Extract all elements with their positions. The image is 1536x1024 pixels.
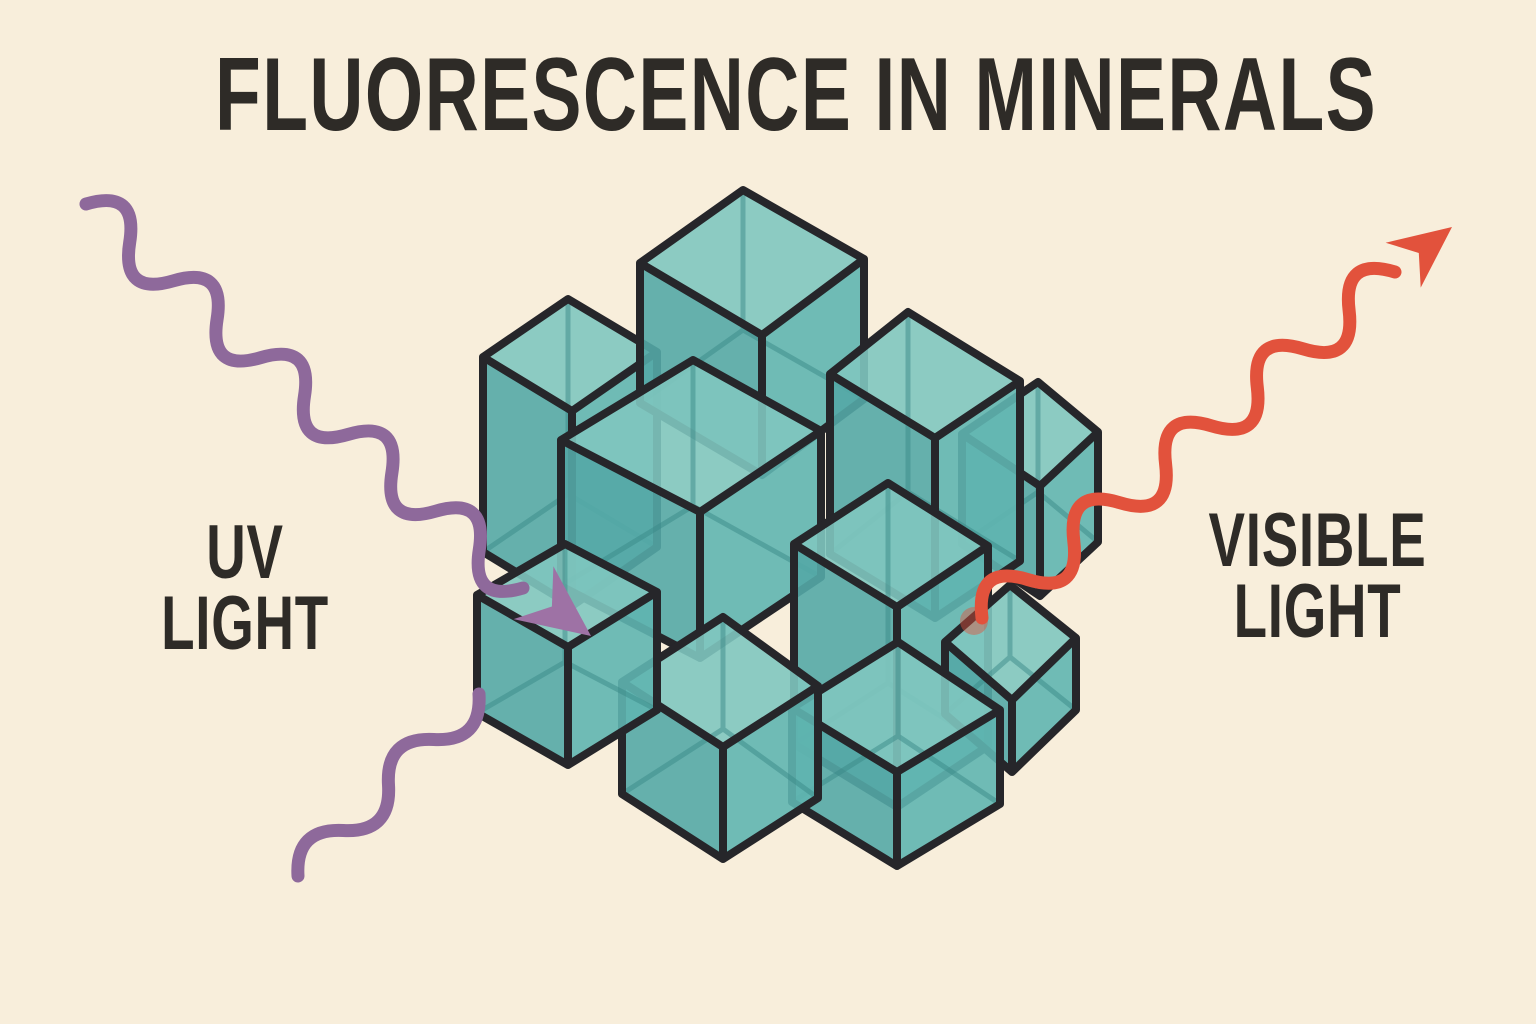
- cube-bottom-right-front: [788, 638, 1004, 870]
- visible-label-line2: LIGHT: [1233, 568, 1402, 654]
- uv-light-label: UV LIGHT: [100, 510, 390, 666]
- uv-light-wave-tail: [291, 687, 486, 883]
- visible-label-line1: VISIBLE: [1208, 498, 1427, 583]
- visible-light-wave: [974, 261, 1402, 625]
- visible-light-label: VISIBLE LIGHT: [1160, 498, 1475, 654]
- cube-bottom-center: [618, 613, 822, 863]
- uv-label-line1: UV: [206, 510, 284, 595]
- uv-label-line2: LIGHT: [161, 580, 329, 666]
- crystal-lattice: [473, 186, 1102, 870]
- uv-arrowhead-icon: [513, 566, 591, 636]
- uv-light-wave: [79, 194, 530, 598]
- page-title: FLUORESCENCE IN MINERALS: [215, 37, 1378, 153]
- visible-arrowhead-icon: [1385, 227, 1452, 288]
